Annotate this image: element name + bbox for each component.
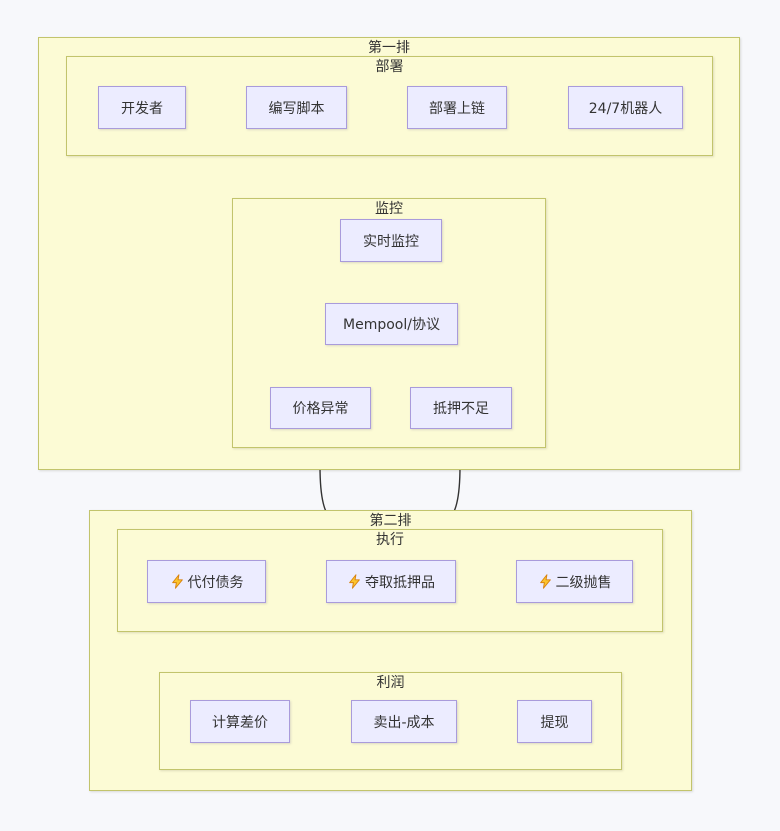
node-label: 卖出-成本 xyxy=(373,714,435,731)
node-price: 价格异常 xyxy=(270,387,371,429)
node-mempool: Mempool/协议 xyxy=(325,303,458,345)
node-collateral: 抵押不足 xyxy=(410,387,512,429)
node-withdraw: 提现 xyxy=(517,700,592,743)
node-dump: 二级抛售 xyxy=(516,560,633,603)
node-label: 二级抛售 xyxy=(555,574,612,591)
node-label: 夺取抵押品 xyxy=(365,574,435,591)
node-label: 实时监控 xyxy=(363,233,419,250)
subgraph-label-row1: 第一排 xyxy=(368,40,410,56)
node-repay: 代付债务 xyxy=(147,560,266,603)
node-onchain: 部署上链 xyxy=(407,86,507,129)
node-label: 计算差价 xyxy=(212,714,268,731)
node-developer: 开发者 xyxy=(98,86,186,129)
node-label: 抵押不足 xyxy=(433,401,489,417)
node-label: 价格异常 xyxy=(292,401,349,417)
node-seize: 夺取抵押品 xyxy=(326,560,456,603)
lightning-icon xyxy=(538,574,553,589)
node-bot: 24/7机器人 xyxy=(568,86,683,129)
subgraph-label-exec: 执行 xyxy=(376,532,404,548)
node-script: 编写脚本 xyxy=(246,86,347,129)
node-spread: 计算差价 xyxy=(190,700,290,743)
node-sellcost: 卖出-成本 xyxy=(351,700,457,743)
subgraph-label-row2: 第二排 xyxy=(369,513,412,529)
node-label: 代付债务 xyxy=(187,574,244,591)
node-label: Mempool/协议 xyxy=(343,317,440,333)
subgraph-label-deploy: 部署 xyxy=(375,59,404,75)
subgraph-label-profit: 利润 xyxy=(376,675,405,691)
node-label: 开发者 xyxy=(121,100,163,117)
lightning-icon xyxy=(170,574,185,589)
subgraph-label-monitor: 监控 xyxy=(375,201,403,217)
node-label: 24/7机器人 xyxy=(588,100,663,117)
node-label: 编写脚本 xyxy=(268,100,325,117)
node-label: 部署上链 xyxy=(429,100,485,117)
node-realtime: 实时监控 xyxy=(340,219,442,262)
lightning-icon xyxy=(347,574,362,589)
node-label: 提现 xyxy=(540,714,569,731)
